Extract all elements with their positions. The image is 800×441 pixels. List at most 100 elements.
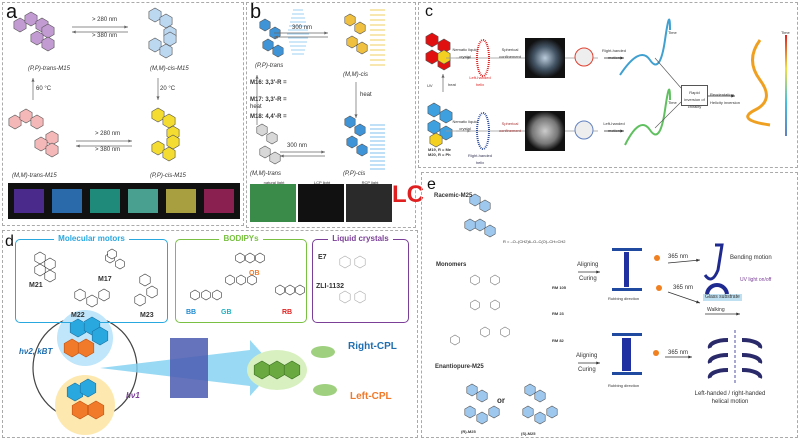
ring-shape	[151, 107, 165, 123]
box-title: BODIPYs	[219, 234, 263, 243]
micrograph	[525, 111, 565, 151]
image-caption: LCP light	[313, 180, 331, 185]
helix-label: Right-handed helix	[467, 153, 493, 165]
helical-ribbon	[741, 352, 763, 364]
ring-shape	[107, 248, 117, 260]
substrate	[612, 372, 642, 375]
trajectory	[624, 88, 671, 146]
droplet	[574, 120, 594, 140]
ring-shape	[115, 258, 125, 270]
substrate	[612, 248, 642, 251]
rubbing-label: Rubbing direction	[608, 383, 640, 388]
uv-label: UV	[427, 83, 433, 88]
m19-label: M19, R = Me	[428, 147, 452, 152]
helical-ribbon	[707, 352, 729, 364]
hv1-label: hν1	[126, 391, 140, 400]
color-swatch	[128, 189, 158, 213]
ring-shape	[166, 134, 180, 150]
trajectory	[746, 39, 771, 127]
ring-shape	[201, 289, 211, 301]
curing-label: Curing	[579, 276, 597, 282]
arrowhead-icon	[696, 258, 700, 262]
ring-shape	[354, 21, 366, 35]
walking-label: Walking	[707, 307, 725, 313]
ring-shape	[259, 18, 271, 32]
color-swatch	[90, 189, 120, 213]
ring-shape	[34, 136, 48, 152]
lc-label: LC	[392, 181, 424, 208]
step-label: Nematic liquid crystal	[452, 47, 478, 59]
ring-shape	[439, 108, 453, 124]
rcp-light-image	[346, 184, 392, 222]
ring-shape	[225, 274, 235, 286]
ring-shape	[98, 288, 110, 302]
ring-shape	[283, 360, 301, 380]
ring-shape	[34, 263, 46, 277]
bodipy-label: BB	[186, 309, 197, 316]
arrowhead-icon	[620, 56, 624, 60]
ring-shape	[464, 405, 476, 419]
molecular-motors-box: Molecular motors	[15, 234, 168, 323]
aligning-label: Aligning	[576, 353, 598, 359]
rubbing-label: Rubbing direction	[608, 296, 640, 301]
ring-shape	[490, 299, 500, 311]
heat-label: heat	[448, 82, 456, 87]
arrowhead-icon	[354, 114, 358, 118]
ring-shape	[476, 411, 488, 425]
arrowhead-icon	[128, 139, 132, 143]
substrate	[612, 333, 642, 336]
color-strip	[8, 183, 240, 219]
ring-shape	[488, 405, 500, 419]
aligning-label: Aligning	[577, 262, 599, 268]
ring-shape	[151, 140, 165, 156]
helical-ribbon	[741, 337, 763, 349]
panel-d	[2, 230, 418, 438]
lc-stack	[624, 252, 629, 287]
ring-shape	[235, 252, 245, 264]
ring-shape	[427, 102, 441, 118]
ring-shape	[79, 378, 97, 398]
ring-shape	[354, 290, 366, 304]
rm-label: RM 23	[552, 311, 564, 316]
micrograph	[525, 38, 565, 78]
ring-shape	[339, 290, 351, 304]
liquid-crystals-box: Liquid crystals	[312, 234, 409, 323]
helical-label: helical motion	[711, 399, 749, 405]
racemic-label: Racemic-M25	[434, 193, 473, 199]
ring-shape	[245, 252, 255, 264]
ring-shape	[159, 43, 173, 59]
wavelength-label: 300 nm	[292, 25, 313, 31]
ring-shape	[30, 30, 44, 46]
left-handed-helix	[476, 39, 490, 77]
ring-shape	[190, 289, 200, 301]
motor-label: M22	[71, 312, 85, 319]
molecule-label: (M,M)-cis	[343, 72, 368, 78]
bending-label: Bending motion	[730, 255, 772, 261]
ring-shape	[356, 41, 368, 55]
ring-shape	[30, 114, 44, 130]
ring-shape	[346, 35, 358, 49]
molecule-label: (P,P)-trans-M15	[28, 66, 70, 72]
ring-shape	[86, 294, 98, 308]
uv-onoff-label: UV light on/off	[740, 277, 772, 283]
arrowhead-icon	[321, 150, 325, 154]
right-cpl-helix	[311, 346, 335, 358]
ring-shape	[259, 145, 271, 159]
time-label: Time	[668, 30, 677, 35]
lc-film	[170, 338, 208, 398]
ring-shape	[262, 38, 274, 52]
step-label: Spherical confinement	[499, 121, 521, 133]
ring-shape	[148, 7, 162, 23]
wavelength-label: 365 nm	[668, 350, 689, 356]
ring-shape	[346, 135, 358, 149]
ring-shape	[476, 389, 488, 403]
arrowhead-icon	[156, 96, 160, 100]
ring-shape	[272, 44, 284, 58]
wavelength-label: 365 nm	[673, 285, 694, 291]
arrowhead-icon	[324, 31, 328, 35]
helix-label: Left-handed helix	[469, 75, 491, 87]
step-label: Nematic liquid crystal	[452, 119, 478, 131]
ring-shape	[344, 13, 356, 27]
arrowhead-icon	[736, 312, 740, 316]
